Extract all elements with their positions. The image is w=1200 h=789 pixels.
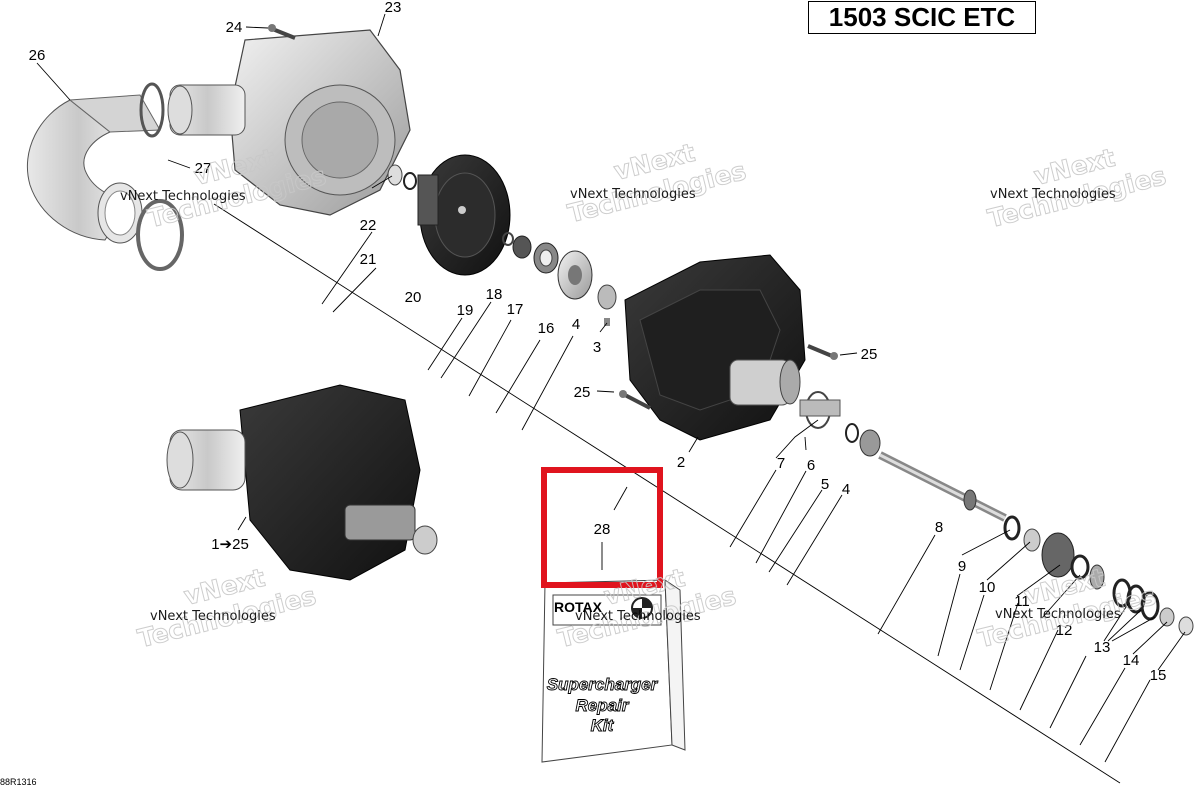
svg-text:vNext Technologies: vNext Technologies bbox=[995, 607, 1121, 622]
bolt-24 bbox=[268, 24, 296, 40]
repair-kit-box bbox=[541, 579, 686, 763]
hose-clamps bbox=[136, 82, 184, 271]
callout-14: 14 bbox=[1123, 652, 1140, 669]
callout-leaders bbox=[36, 13, 1186, 763]
callout-11: 11 bbox=[1014, 593, 1030, 610]
callout-25-lower: 25 bbox=[574, 384, 591, 401]
callout-7: 7 bbox=[777, 455, 785, 472]
seal-22-21 bbox=[387, 164, 417, 190]
callout-4-lower: 4 bbox=[842, 481, 850, 498]
svg-text:vNext Technologies: vNext Technologies bbox=[990, 187, 1116, 202]
bolt-25-upper bbox=[807, 344, 838, 360]
highlight-frame bbox=[541, 467, 663, 588]
gear-stack bbox=[1003, 515, 1194, 636]
svg-text:vNext Technologies: vNext Technologies bbox=[570, 187, 696, 202]
bolt-25-lower bbox=[619, 390, 651, 410]
callout-22: 22 bbox=[360, 217, 377, 234]
callout-numbers: 24 23 26 27 22 21 20 19 18 17 16 4 3 25 … bbox=[29, 0, 1167, 684]
callout-17: 17 bbox=[507, 301, 524, 318]
intake-elbow bbox=[26, 94, 161, 244]
callout-2: 2 bbox=[677, 454, 685, 471]
callout-13: 13 bbox=[1094, 639, 1111, 656]
drawing-code: 88R1316 bbox=[0, 777, 37, 787]
callout-19: 19 bbox=[457, 302, 474, 319]
impeller bbox=[417, 154, 511, 276]
callout-18: 18 bbox=[486, 286, 503, 303]
callout-8: 8 bbox=[935, 519, 943, 536]
callout-23: 23 bbox=[385, 0, 402, 16]
callout-16: 16 bbox=[538, 320, 555, 337]
callout-3: 3 bbox=[593, 339, 601, 356]
callout-26: 26 bbox=[29, 47, 46, 64]
callout-27: 27 bbox=[195, 160, 212, 177]
supercharger-housing-upper bbox=[624, 254, 806, 441]
kit-title-2: Repair bbox=[576, 696, 630, 715]
shaft-parts-7-4 bbox=[799, 391, 881, 457]
callout-5: 5 bbox=[821, 476, 829, 493]
model-label: 1503 SCIC ETC bbox=[808, 1, 1036, 34]
svg-text:vNext Technologies: vNext Technologies bbox=[150, 609, 276, 624]
kit-title-3: Kit bbox=[591, 716, 615, 735]
callout-4-upper: 4 bbox=[572, 316, 580, 333]
callout-25-upper: 25 bbox=[861, 346, 878, 363]
callout-28: 28 bbox=[594, 521, 611, 538]
callout-10: 10 bbox=[979, 579, 996, 596]
callout-15: 15 bbox=[1150, 667, 1167, 684]
svg-text:vNext Technologies: vNext Technologies bbox=[575, 609, 701, 624]
svg-text:vNext Technologies: vNext Technologies bbox=[120, 189, 246, 204]
callout-20: 20 bbox=[405, 289, 422, 306]
callout-24: 24 bbox=[226, 19, 243, 36]
kit-brand: ROTAX bbox=[554, 599, 603, 615]
callout-6: 6 bbox=[807, 457, 815, 474]
kit-title-1: Supercharger bbox=[547, 675, 659, 694]
callout-12: 12 bbox=[1056, 622, 1073, 639]
callout-9: 9 bbox=[958, 558, 966, 575]
callout-21: 21 bbox=[360, 251, 377, 268]
bearings-washers bbox=[502, 232, 617, 326]
compressor-cover bbox=[167, 29, 411, 216]
main-leader-line bbox=[213, 203, 1121, 784]
supercharger-assembly bbox=[166, 384, 438, 581]
callout-1-25: 1➔25 bbox=[211, 536, 249, 553]
drive-shaft bbox=[878, 451, 1007, 522]
